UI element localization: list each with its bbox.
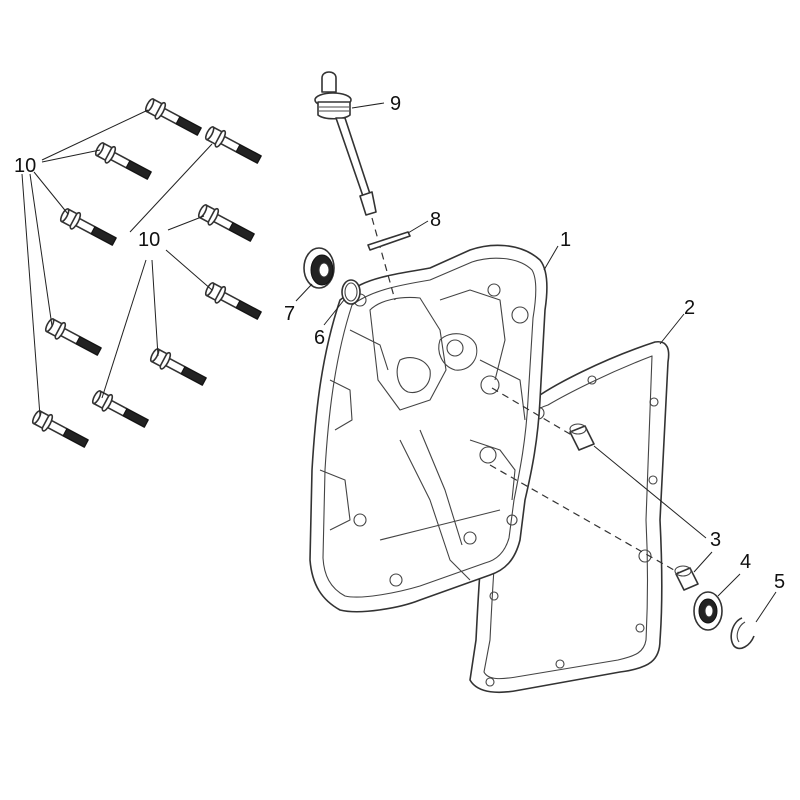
bolt-10 <box>91 390 149 428</box>
callout-9: 9 <box>390 93 401 115</box>
callout-8: 8 <box>430 209 441 231</box>
drain-plug <box>303 247 335 289</box>
bolt-2 <box>94 142 152 180</box>
alignment-line-dowel-lower <box>489 464 689 579</box>
bolt-5 <box>31 410 89 448</box>
alignment-line-oil-level <box>371 217 396 301</box>
callout-6: 6 <box>314 327 325 349</box>
oil-dipstick <box>314 71 377 216</box>
bolt-8 <box>204 282 262 320</box>
bolt-9 <box>149 348 207 386</box>
dowel-pin-lower <box>674 565 699 591</box>
oil-seal <box>693 591 723 631</box>
callout-10-left: 10 <box>14 155 36 177</box>
alignment-line-dowel-upper <box>491 387 581 441</box>
bolts-group <box>31 98 262 448</box>
right-crankcase-cover <box>309 244 548 613</box>
dowel-pin-upper <box>569 423 595 451</box>
bolt-6 <box>204 126 262 164</box>
o-ring <box>341 279 361 305</box>
callout-3: 3 <box>710 529 721 551</box>
callout-5: 5 <box>774 571 785 593</box>
callout-2: 2 <box>684 297 695 319</box>
bolt-7 <box>197 204 255 242</box>
circlip <box>730 617 755 650</box>
callout-4: 4 <box>740 551 751 573</box>
leader-lines <box>21 102 777 623</box>
callout-1: 1 <box>560 229 571 251</box>
pin <box>367 231 411 251</box>
callout-10-right: 10 <box>138 229 160 251</box>
callout-7: 7 <box>284 303 295 325</box>
bolt-4 <box>44 318 102 356</box>
bolt-1 <box>144 98 202 136</box>
